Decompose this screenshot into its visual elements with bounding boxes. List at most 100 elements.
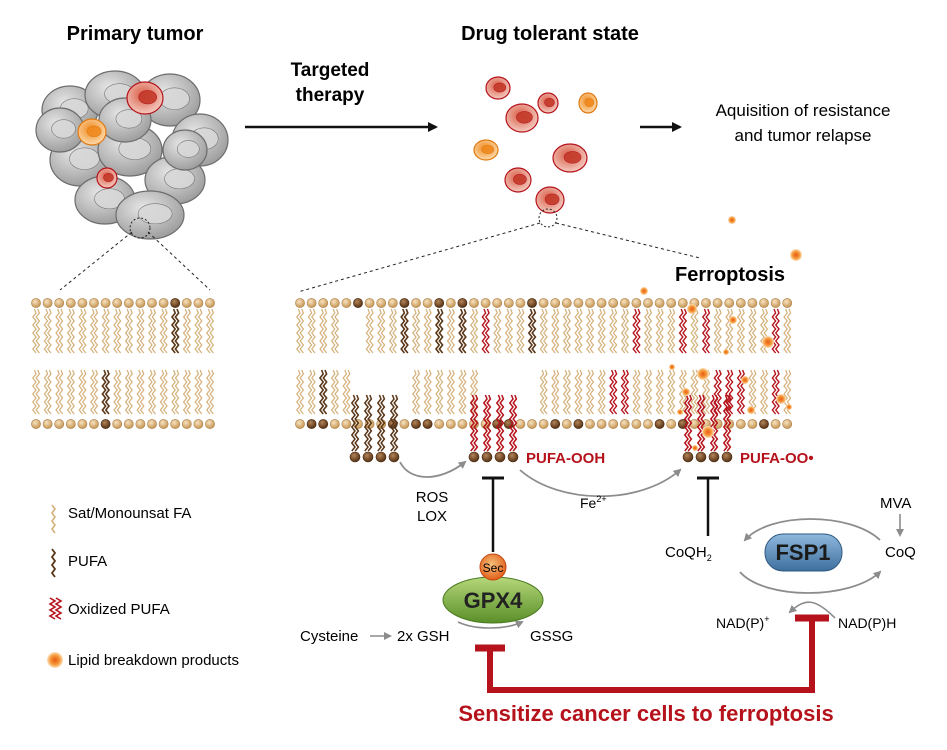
lipid-tail [566,369,571,415]
lipid-head [503,298,514,308]
lipid-tail [139,369,145,415]
pufa-ooh-head [481,451,493,463]
lipid-tail [197,308,203,354]
lipid-head [782,298,793,308]
lipid-tail [760,308,765,354]
ferroptosis-title: Ferroptosis [675,264,785,286]
lipid-tail [493,308,498,354]
lipid-head [585,298,595,308]
lipid-tail [562,369,568,415]
lipid-tail [159,308,165,354]
lipid-head [770,298,781,308]
lipid-breakdown-dot [702,426,714,438]
lipid-tail [342,369,348,415]
lipid-head [31,298,41,308]
lipid-tail [182,369,188,415]
lipid-tail [644,308,649,354]
lipid-tail [527,308,534,354]
pufa-oo-label: PUFA-OO• [740,450,814,467]
lipid-tail [667,369,672,415]
lipid-head [712,298,723,308]
lipid-tail [81,369,87,415]
flipped-tail [696,394,702,452]
lipid-tail [705,308,711,354]
tolerant-zoom-circle [538,208,558,228]
lipid-head [318,298,329,308]
lipid-tail [751,308,757,354]
lipid-tail [403,308,409,354]
lipid-tail [647,369,653,415]
lipid-tail [427,308,432,354]
lipid-tail [601,308,606,354]
lipid-head [158,298,169,308]
resistance-label-2: and tumor relapse [734,126,871,145]
normal-membrane [31,298,215,429]
lipid-tail [740,369,746,415]
lipid-tail [365,308,371,354]
lipid-head [782,419,793,429]
legend-lipid-label: Lipid breakdown products [68,652,239,669]
tolerant-zoom-line-right [555,222,701,259]
lipid-tail [81,308,87,354]
lipid-tail [415,369,421,415]
lipid-tail [597,308,603,354]
tumor-red-cell [96,167,118,189]
tolerant-cell [473,139,499,161]
lipid-head [89,419,99,429]
lipid-tail [435,369,440,415]
gssg-label: GSSG [530,628,573,645]
lipid-tail [716,369,722,415]
lipid-head [434,419,445,429]
lipid-tail [139,308,145,354]
lipid-tail [632,308,638,354]
lipid-tail [670,308,676,354]
lipid-breakdown-dot [728,216,736,224]
lipid-head [123,298,134,308]
lipid-tail [609,369,615,415]
lipid-tail [693,308,699,354]
lipid-tail [209,369,215,415]
lipid-tail [70,308,75,354]
lipid-tail [400,308,406,354]
lipid-tail [194,369,200,415]
lipid-tail [736,369,742,415]
lipid-head [619,419,630,429]
lipid-tail [516,308,522,354]
lipid-tail [186,308,191,354]
flipped-tail [473,394,479,452]
lipid-head [573,298,584,308]
lipid-tail [423,308,429,354]
lipid-tail [32,369,37,415]
lipid-tail [345,369,351,415]
flipped-tail [380,394,386,452]
lipid-tail [307,308,313,354]
lipid-tail [450,369,455,415]
lipid-head [515,419,526,429]
lipid-tail [635,369,641,415]
sensitize-label: Sensitize cancer cells to ferroptosis [458,701,833,726]
lipid-head [295,298,305,308]
lipid-head [135,298,146,308]
lipid-head [596,419,607,429]
lipid-tail [369,308,374,354]
tolerant-cell [578,92,598,114]
lipid-tail [682,308,688,354]
lipid-head [399,298,410,308]
legend: Sat/Monounsat FA PUFA Oxidized PUFA Lipi… [47,504,239,669]
lipid-tail [311,369,316,415]
flipped-tail [700,394,706,452]
lipid-head [306,298,317,308]
lipid-head [42,419,53,429]
lipid-head [608,419,619,429]
lipid-tail [543,308,548,354]
resistance-label-1: Aquisition of resistance [716,101,891,120]
flipped-tail [726,394,732,452]
lipid-tail [461,308,467,354]
lipid-tail [116,308,122,354]
lipid-tail [101,308,107,354]
lipid-tail [446,308,452,354]
lipid-breakdown-dot [692,445,698,451]
lipid-tail [659,369,664,415]
lipid-tail [35,308,41,354]
ros-lox-arrow [399,460,467,478]
